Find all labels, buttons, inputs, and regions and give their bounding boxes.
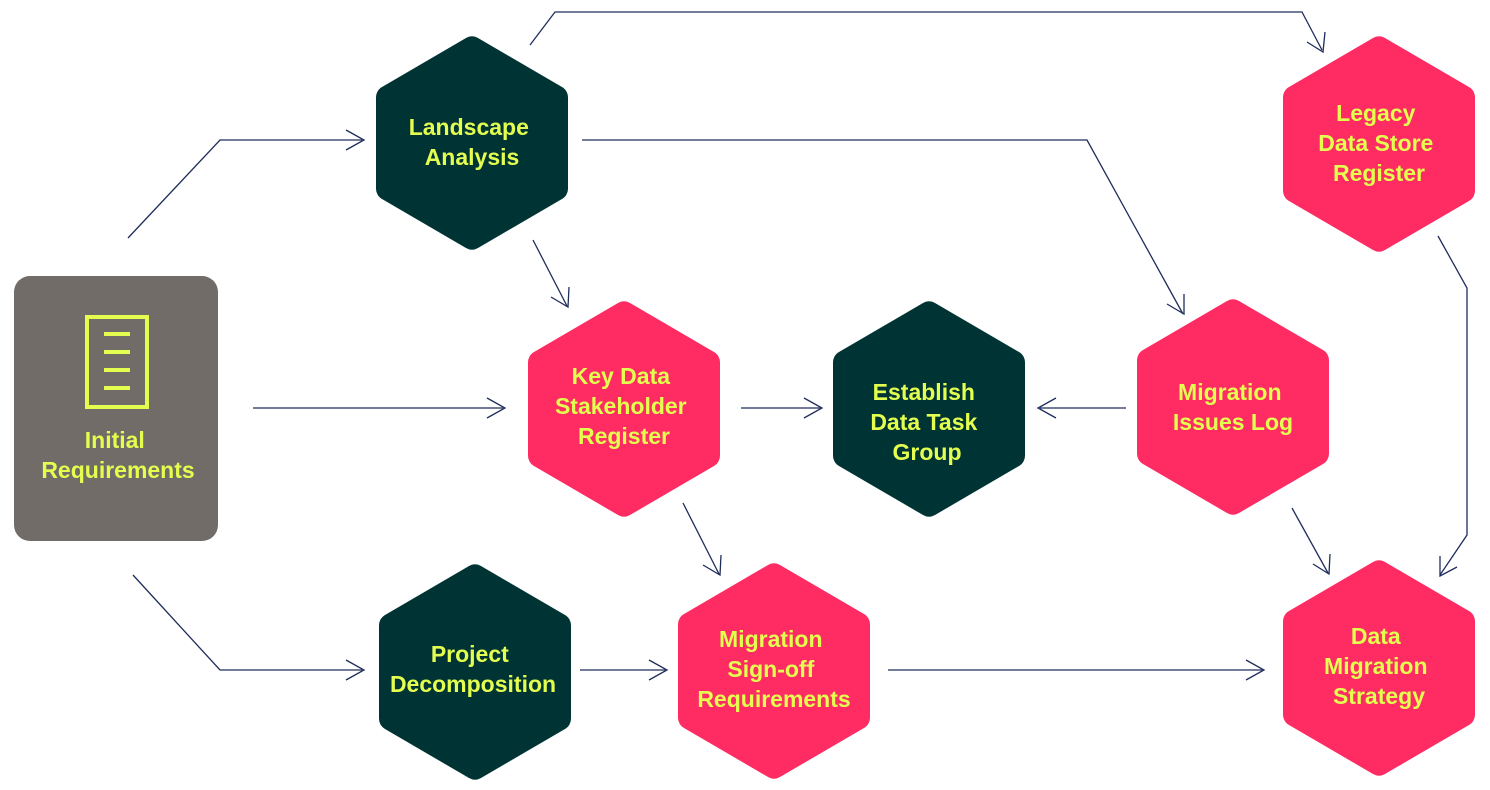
- node-data-migration-strategy: Data Migration Strategy: [1282, 560, 1476, 776]
- document-icon: [85, 315, 149, 409]
- node-label-legacy-data-store-register: Legacy Data Store Register: [1318, 100, 1439, 186]
- connector-signoff-to-strategy: [888, 659, 1266, 681]
- connector-landscape-to-legacy-register: [529, 11, 1326, 54]
- node-label-project-decomposition: Project Decomposition: [390, 641, 556, 697]
- connector-legacy-register-to-strategy: [1437, 235, 1468, 578]
- node-label-migration-signoff-requirements: Migration Sign-off Requirements: [697, 626, 850, 712]
- connector-landscape-to-issues-log: [582, 139, 1185, 316]
- node-label-key-data-stakeholder-register: Key Data Stakeholder Register: [555, 363, 693, 449]
- node-label-data-migration-strategy: Data Migration Strategy: [1324, 623, 1434, 709]
- connector-landscape-to-stakeholder: [532, 239, 570, 309]
- connectors: [127, 11, 1468, 681]
- node-label-establish-data-task-group: Establish Data Task Group: [870, 379, 983, 465]
- node-establish-data-task-group: Establish Data Task Group: [832, 301, 1026, 517]
- connector-stakeholder-to-signoff: [682, 502, 722, 577]
- node-landscape-analysis: Landscape Analysis: [375, 36, 569, 250]
- node-migration-issues-log: Migration Issues Log: [1136, 299, 1330, 515]
- node-initial-requirements: Initial Requirements: [14, 276, 218, 541]
- node-label-migration-issues-log: Migration Issues Log: [1173, 379, 1293, 435]
- connector-project-decomposition-to-signoff: [580, 659, 669, 681]
- connector-initial-to-stakeholder: [253, 397, 507, 419]
- node-key-data-stakeholder-register: Key Data Stakeholder Register: [527, 301, 721, 517]
- connector-stakeholder-to-task-group: [741, 397, 824, 419]
- connector-issues-log-to-strategy: [1291, 507, 1331, 576]
- node-project-decomposition: Project Decomposition: [378, 564, 572, 780]
- connector-initial-to-landscape: [127, 129, 366, 239]
- node-legacy-data-store-register: Legacy Data Store Register: [1282, 36, 1476, 252]
- connector-issues-log-to-task-group: [1036, 397, 1126, 419]
- node-label-initial-requirements: Initial Requirements: [41, 427, 194, 483]
- connector-initial-to-project-decomposition: [132, 574, 366, 681]
- node-migration-signoff-requirements: Migration Sign-off Requirements: [677, 563, 871, 779]
- node-label-landscape-analysis: Landscape Analysis: [409, 114, 536, 170]
